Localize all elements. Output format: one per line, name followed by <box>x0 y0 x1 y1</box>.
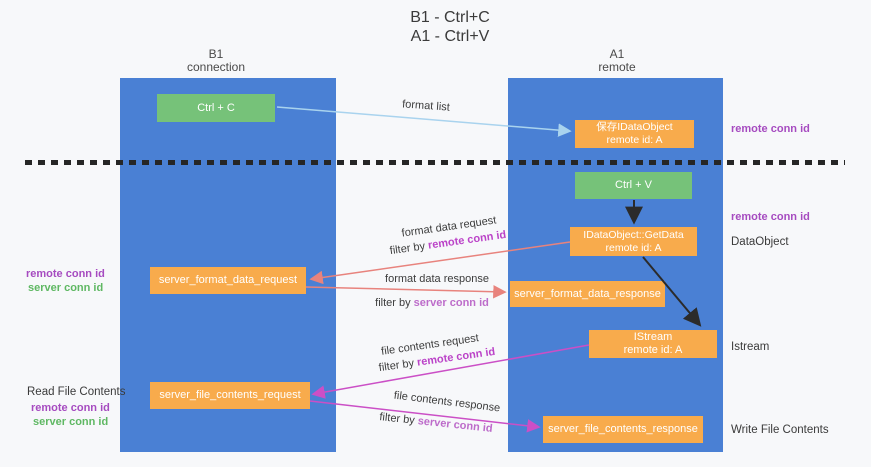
node-save-idataobject-line1: 保存IDataObject <box>596 121 673 133</box>
node-ctrl-v-label: Ctrl + V <box>615 179 652 191</box>
diagram-title: B1 - Ctrl+C A1 - Ctrl+V <box>300 8 600 46</box>
node-istream: IStream remote id: A <box>589 330 717 358</box>
flow-label-file-contents-response: file contents response <box>393 389 501 415</box>
server-conn-id-text: server conn id <box>413 297 489 309</box>
lifeline-a1-role: remote <box>598 60 636 74</box>
label-dataobject: DataObject <box>731 236 789 248</box>
diagram-title-line1: B1 - Ctrl+C <box>410 9 490 26</box>
flow-label-filter-server-1: filter by server conn id <box>375 297 489 309</box>
filter-by-text: filter by <box>378 411 419 428</box>
lifeline-b1-role: connection <box>186 60 246 74</box>
label-read-file-contents: Read File Contents <box>27 386 126 398</box>
node-server-format-data-response-label: server_format_data_response <box>514 287 661 300</box>
label-remote-conn-id-mid-right: remote conn id <box>731 211 810 223</box>
label-remote-conn-id-left-bottom: remote conn id <box>31 402 110 414</box>
node-ctrl-v: Ctrl + V <box>575 172 692 199</box>
lifeline-b1-name: B1 <box>208 47 224 61</box>
label-istream: Istream <box>731 341 770 353</box>
flow-label-format-list: format list <box>401 98 451 114</box>
node-idataobject-getdata-line2: remote id: A <box>605 241 662 254</box>
flow-label-filter-server-2: filter by server conn id <box>379 411 493 435</box>
node-server-file-contents-response: server_file_contents_response <box>543 416 703 443</box>
node-ctrl-c: Ctrl + C <box>157 94 275 122</box>
label-write-file-contents: Write File Contents <box>731 424 829 436</box>
node-idataobject-getdata-line1: IDataObject::GetData <box>583 228 684 241</box>
node-server-file-contents-request: server_file_contents_request <box>150 382 310 409</box>
phase-separator-dashed-line <box>25 160 845 165</box>
node-server-format-data-request-label: server_format_data_request <box>158 274 298 286</box>
node-ctrl-c-label: Ctrl + C <box>197 101 235 114</box>
flow-label-format-data-response: format data response <box>385 273 489 285</box>
filter-by-text: filter by <box>378 356 418 375</box>
label-remote-conn-id-top-right: remote conn id <box>731 123 810 135</box>
node-server-file-contents-request-label: server_file_contents_request <box>159 389 301 401</box>
node-idataobject-getdata: IDataObject::GetData remote id: A <box>570 227 697 256</box>
node-istream-line1: IStream <box>633 331 673 343</box>
lifeline-a1-name: A1 <box>609 47 625 61</box>
label-server-conn-id-left-bottom: server conn id <box>33 416 109 428</box>
filter-by-text: filter by <box>375 297 414 309</box>
node-server-format-data-response: server_format_data_response <box>510 281 665 307</box>
diagram-title-line2: A1 - Ctrl+V <box>410 28 490 45</box>
label-remote-conn-id-left-top: remote conn id <box>26 268 105 280</box>
node-save-idataobject: 保存IDataObject remote id: A <box>575 120 694 148</box>
node-save-idataobject-line2: remote id: A <box>606 134 663 146</box>
server-conn-id-text: server conn id <box>417 415 494 435</box>
node-server-format-data-request: server_format_data_request <box>150 267 306 294</box>
lifeline-header-b1: B1 connection <box>126 48 306 74</box>
lifeline-header-a1: A1 remote <box>527 48 707 74</box>
label-server-conn-id-left-top: server conn id <box>28 282 104 294</box>
node-istream-line2: remote id: A <box>623 344 683 356</box>
filter-by-text: filter by <box>389 239 429 258</box>
node-server-file-contents-response-label: server_file_contents_response <box>548 423 698 435</box>
